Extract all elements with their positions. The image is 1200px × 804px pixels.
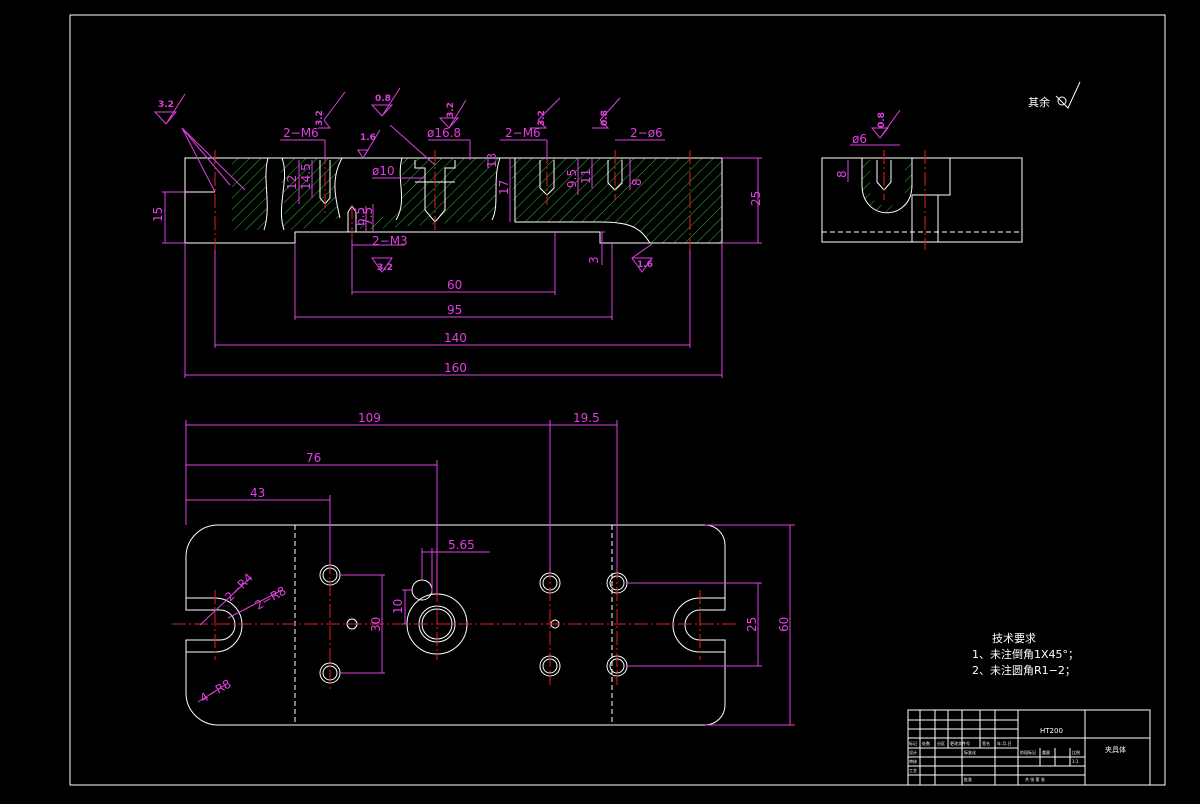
top-body-outline bbox=[185, 524, 726, 726]
dim-60: 60 bbox=[447, 278, 462, 292]
dim-2m6-mid: 2−M6 bbox=[505, 126, 541, 140]
dim-76: 76 bbox=[306, 451, 321, 465]
dim-2r4: 2−R4 bbox=[222, 570, 256, 604]
dim-12: 12 bbox=[285, 175, 299, 190]
dim-30: 30 bbox=[369, 617, 383, 632]
title-block: HT200 夹具体 标记 处数 分区 更改文件号 签名 年.月.日 设计 标准化… bbox=[907, 709, 1151, 786]
tb-cell-2: 分区 bbox=[937, 740, 945, 746]
tb-cell-1: 处数 bbox=[922, 740, 930, 746]
dim-95: 95 bbox=[447, 303, 462, 317]
title-material: HT200 bbox=[1040, 727, 1063, 735]
tb-cell-12: 工艺 bbox=[909, 768, 917, 773]
dim-14-5: 14.5 bbox=[299, 163, 313, 190]
dim-15: 15 bbox=[151, 207, 165, 222]
roughness-0-8-a: 0.8 bbox=[375, 94, 391, 104]
top-plan-view: 109 19.5 76 43 5.65 10 30 25 60 2−R4 2−R… bbox=[172, 411, 795, 726]
dim-13: 13 bbox=[485, 153, 499, 168]
tb-cell-14: 共 张 第 张 bbox=[1025, 776, 1045, 782]
roughness-3-2-c: 3.2 bbox=[446, 102, 456, 118]
tb-cell-6: 设计 bbox=[909, 749, 917, 755]
front-section-view: 2−M6 ø16.8 ø10 2−M6 2−ø6 2−M3 60 95 140 … bbox=[151, 87, 763, 378]
roughness-3-2-d: 3.2 bbox=[537, 110, 547, 126]
tech-req-line-1: 1、未注倒角1X45°； bbox=[972, 647, 1079, 661]
dim-43: 43 bbox=[250, 486, 265, 500]
roughness-0-8-c: 0.8 bbox=[877, 112, 887, 128]
hatch-region-left bbox=[232, 158, 268, 230]
tb-cell-13: 批准 bbox=[964, 776, 972, 782]
dim-140: 140 bbox=[444, 331, 467, 345]
title-part-name: 夹具体 bbox=[1105, 745, 1126, 754]
tb-cell-7: 标准化 bbox=[964, 749, 976, 755]
tb-cell-3: 更改文件号 bbox=[950, 740, 970, 746]
hatch-region-center bbox=[360, 158, 500, 230]
dim-17: 17 bbox=[497, 180, 511, 195]
drawing-border bbox=[69, 14, 1166, 786]
roughness-0-8-b: 0.8 bbox=[600, 110, 610, 126]
dim-2phi6: 2−ø6 bbox=[630, 126, 663, 140]
dim-25-top: 25 bbox=[745, 617, 759, 632]
tech-req-title: 技术要求 bbox=[992, 632, 1036, 645]
side-section-view: ø6 8 0.8 bbox=[821, 109, 1023, 250]
dim-6-5: 6.5 bbox=[353, 207, 367, 226]
hatch-region-mid-left bbox=[280, 158, 342, 230]
roughness-3-2-b: 3.2 bbox=[315, 110, 325, 126]
roughness-1-6-b: 1.6 bbox=[637, 260, 653, 270]
tb-cell-8: 阶段标记 bbox=[1020, 749, 1036, 755]
dim-3: 3 bbox=[587, 256, 601, 264]
dim-160: 160 bbox=[444, 361, 467, 375]
dim-19-5: 19.5 bbox=[573, 411, 600, 425]
dim-25: 25 bbox=[749, 191, 763, 206]
dim-4r8: 4−R8 bbox=[198, 677, 234, 706]
roughness-3-2-a: 3.2 bbox=[158, 100, 174, 110]
dim-5-65: 5.65 bbox=[448, 538, 475, 552]
dim-8: 8 bbox=[630, 178, 644, 186]
tb-cell-10: 比例 bbox=[1072, 749, 1080, 755]
dim-7-5: 7.5 bbox=[361, 207, 375, 226]
tb-cell-4: 签名 bbox=[982, 740, 990, 746]
tech-req-line-2: 2、未注圆角R1−2； bbox=[972, 663, 1076, 677]
side-dim-8: 8 bbox=[835, 170, 849, 178]
front-body-outline bbox=[184, 157, 723, 244]
dim-2r8: 2−R8 bbox=[253, 584, 289, 613]
dim-10: 10 bbox=[391, 599, 405, 614]
tb-cell-9: 重量 bbox=[1042, 749, 1050, 755]
side-dim-phi6: ø6 bbox=[852, 132, 867, 146]
tb-cell-0: 标记 bbox=[909, 740, 917, 746]
dim-11: 11 bbox=[579, 169, 593, 184]
dim-phi10: ø10 bbox=[372, 164, 395, 178]
dim-2m6-left: 2−M6 bbox=[283, 126, 319, 140]
tb-cell-15: 1:1 bbox=[1072, 759, 1079, 764]
tb-cell-5: 年.月.日 bbox=[997, 740, 1012, 746]
rest-roughness-note: 其余 bbox=[1028, 81, 1081, 109]
technical-requirements: 技术要求 1、未注倒角1X45°； 2、未注圆角R1−2； bbox=[972, 632, 1079, 677]
roughness-3-2-e: 3.2 bbox=[377, 263, 393, 273]
dim-phi16-8: ø16.8 bbox=[427, 126, 461, 140]
dim-109: 109 bbox=[358, 411, 381, 425]
dim-60-top: 60 bbox=[777, 617, 791, 632]
dim-2m3: 2−M3 bbox=[372, 234, 408, 248]
dim-9-5: 9.5 bbox=[565, 169, 579, 188]
tb-cell-11: 审核 bbox=[909, 758, 917, 764]
rest-label: 其余 bbox=[1028, 95, 1050, 109]
roughness-1-6-a: 1.6 bbox=[360, 133, 376, 143]
